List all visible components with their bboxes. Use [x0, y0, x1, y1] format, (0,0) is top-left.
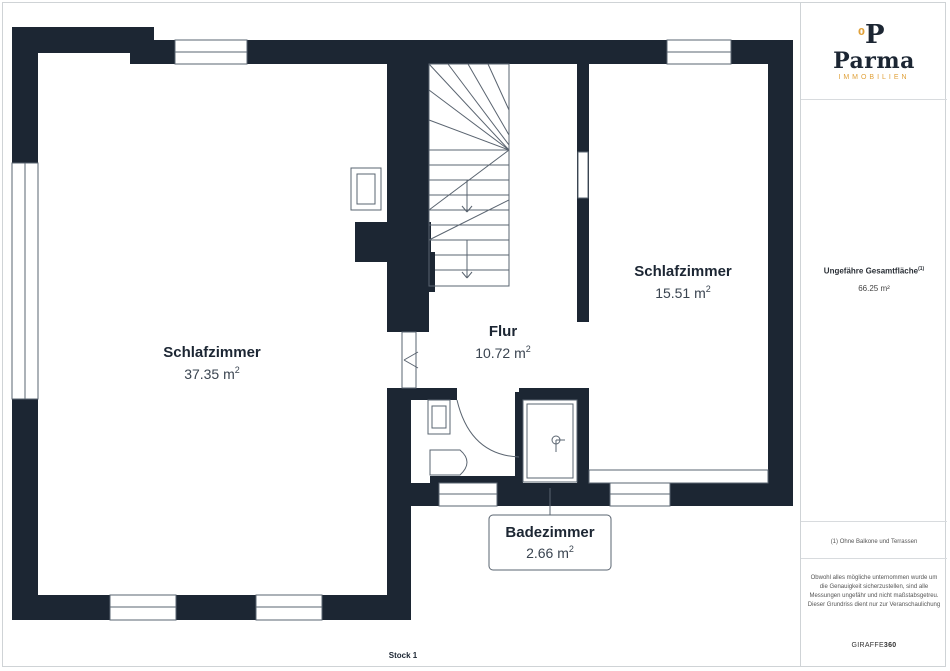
room-area: 37.35 m2 — [184, 365, 240, 382]
doorway — [401, 331, 417, 389]
toilet — [429, 449, 468, 476]
wall — [387, 388, 457, 400]
wall — [12, 595, 410, 620]
callout-box — [488, 514, 612, 571]
wall — [768, 40, 793, 506]
divider — [801, 558, 947, 559]
chimney-outline — [350, 167, 382, 211]
window — [577, 151, 589, 199]
total-area-label: Ungefähre Gesamtfläche(1) — [823, 266, 925, 276]
giraffe360-brand: GIRAFFE360 — [851, 642, 897, 649]
wall — [515, 392, 523, 486]
wall — [577, 388, 589, 483]
disclaimer: Obwohl alles mögliche unternommen wurde … — [807, 575, 941, 608]
total-area-value: 66.25 m² — [858, 284, 890, 293]
floor-label: Stock 1 — [388, 651, 418, 660]
staircase — [428, 63, 510, 287]
room-name: Schlafzimmer — [634, 263, 732, 280]
room-name: Schlafzimmer — [163, 344, 261, 361]
brand-subtitle: IMMOBILIEN — [838, 74, 910, 81]
floor-plan: Schlafzimmer 37.35 m2 Flur 10.72 m2 Schl… — [11, 27, 793, 621]
room-area: 2.66 m2 — [526, 544, 574, 561]
wall — [387, 388, 411, 620]
divider — [801, 521, 947, 522]
brand-name: Parma — [833, 48, 915, 74]
wall — [519, 388, 589, 400]
door-swing — [456, 399, 520, 458]
room-name: Flur — [489, 323, 517, 340]
room-area: 10.72 m2 — [475, 344, 531, 361]
wall — [411, 483, 793, 506]
footnote: (1) Ohne Balkone und Terrassen — [830, 539, 918, 545]
room-area: 15.51 m2 — [655, 284, 711, 301]
room-name: Badezimmer — [505, 524, 594, 541]
divider — [801, 99, 947, 100]
